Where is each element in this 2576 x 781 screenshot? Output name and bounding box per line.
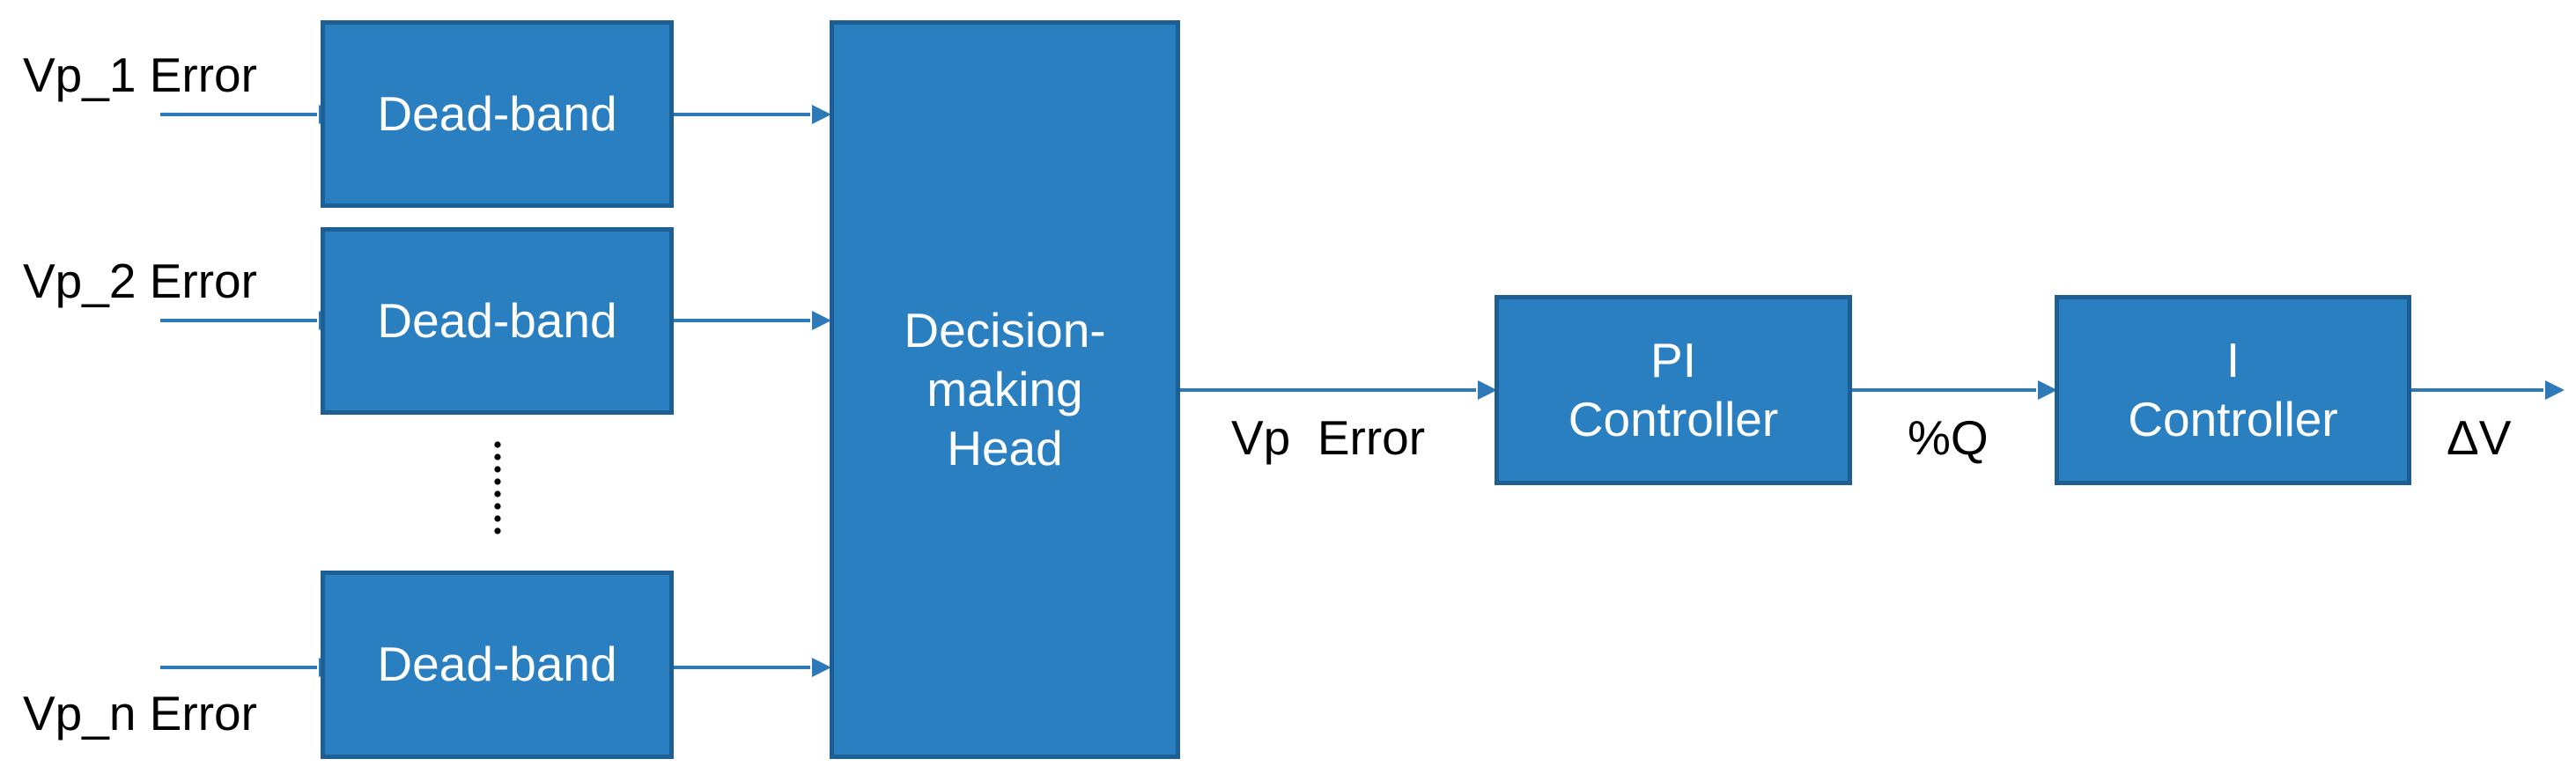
signal-label-percent-q: %Q <box>1908 410 1989 465</box>
pi-controller-block: PI Controller <box>1495 295 1852 485</box>
ellipsis-dot <box>494 527 501 534</box>
signal-label-vp-error: Vp Error <box>1231 410 1426 465</box>
decision-to-pi-arrowhead <box>1478 380 1497 400</box>
deadband-arrowhead-1 <box>812 105 831 124</box>
ellipsis-dot <box>494 503 501 510</box>
deadband-arrowhead-2 <box>812 311 831 330</box>
deadband-block-n-label: Dead-band <box>377 637 617 692</box>
deadband-arrowhead-n <box>812 658 831 677</box>
ellipsis-dot <box>494 441 501 448</box>
decision-making-head-block: Decision- making Head <box>830 20 1180 759</box>
signal-label-delta-v: ΔV <box>2447 410 2512 465</box>
ellipsis-dot <box>494 478 501 485</box>
i-controller-block: I Controller <box>2055 295 2411 485</box>
ellipsis-dots <box>494 441 501 534</box>
input-label-vpn: Vp_n Error <box>23 686 257 740</box>
pi-to-i-arrowhead <box>2038 380 2057 400</box>
deadband-block-n: Dead-band <box>321 571 674 759</box>
deadband-block-1: Dead-band <box>321 20 674 208</box>
input-label-vp2: Vp_2 Error <box>23 254 257 308</box>
deadband-block-2-label: Dead-band <box>377 292 617 348</box>
ellipsis-dot <box>494 515 501 522</box>
decision-making-head-label: Decision- making Head <box>904 302 1106 476</box>
ellipsis-dot <box>494 490 501 497</box>
output-arrowhead <box>2545 380 2565 400</box>
ellipsis-dot <box>494 453 501 460</box>
deadband-block-1-label: Dead-band <box>377 85 617 141</box>
i-controller-label: I Controller <box>2128 332 2338 446</box>
input-label-vp1: Vp_1 Error <box>23 48 257 102</box>
ellipsis-dot <box>494 466 501 473</box>
deadband-block-2: Dead-band <box>321 227 674 415</box>
pi-controller-label: PI Controller <box>1568 332 1779 446</box>
